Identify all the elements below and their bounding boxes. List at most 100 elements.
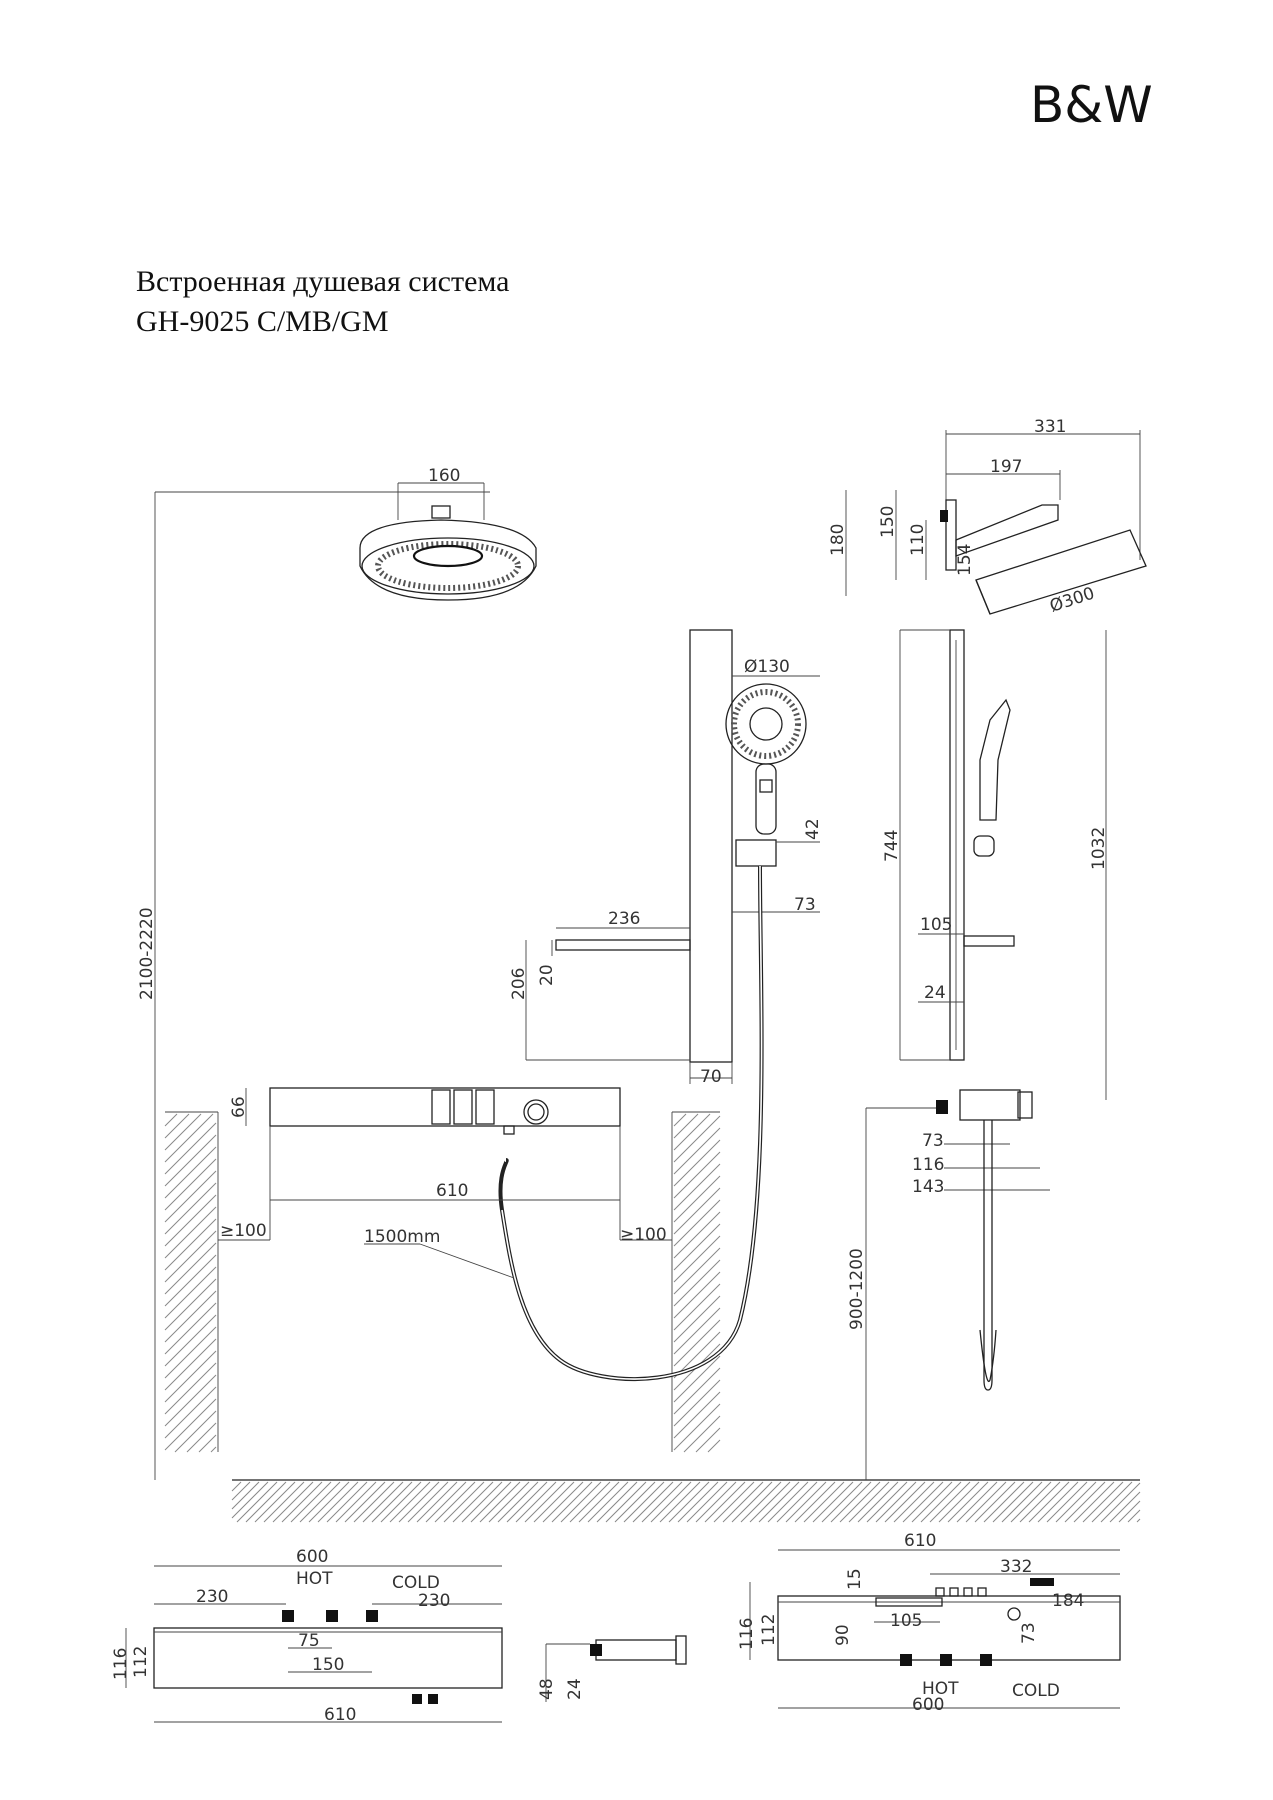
hatch-line	[254, 1481, 296, 1523]
hatch-line	[650, 1481, 692, 1523]
hatch-line	[673, 1319, 721, 1367]
side-24-label: 24	[924, 983, 946, 1003]
bottom-112-label: 112	[131, 1646, 151, 1678]
panel-610-label: 610	[436, 1181, 468, 1201]
hatch-line	[902, 1481, 944, 1523]
hatch-line	[164, 1206, 217, 1259]
hatch-line	[803, 1481, 845, 1523]
bottom-610-label: 610	[324, 1705, 356, 1725]
right-600-label: 600	[912, 1695, 944, 1715]
slide-bar-side: 744 1032 105 24 900-1200 73 116 143	[847, 629, 1109, 1480]
hatch-line	[506, 1481, 548, 1523]
dim-height-range: 2100-2220	[137, 491, 490, 1480]
hatch-line	[673, 1367, 721, 1415]
hatch-line	[164, 1362, 217, 1415]
hatch-line	[164, 1113, 190, 1139]
hatch-line	[578, 1481, 620, 1523]
hatch-line	[164, 1302, 217, 1355]
hatch-line	[596, 1481, 638, 1523]
slide-bar-front: 70 Ø130 42 73	[689, 629, 823, 1087]
cold-right-label: COLD	[1012, 1681, 1060, 1701]
rain-head-side: 331 197 180 150 110 154 Ø300	[828, 417, 1147, 617]
control-panel-front: 66 610 ≥100 ≥100	[218, 1087, 672, 1245]
hatch-line	[231, 1481, 251, 1501]
bottom-150-label: 150	[312, 1655, 344, 1675]
hatch-line	[673, 1391, 721, 1439]
hatch-line	[272, 1481, 314, 1523]
hatch-line	[839, 1481, 881, 1523]
hatch-line	[407, 1481, 449, 1523]
side-143-label: 143	[912, 1177, 944, 1197]
right-wall	[671, 1111, 721, 1453]
hatch-line	[236, 1481, 278, 1523]
hatch-line	[673, 1247, 721, 1295]
hatch-line	[857, 1481, 899, 1523]
hatch-line	[875, 1481, 917, 1523]
hand-diameter-label: Ø130	[744, 657, 790, 677]
side-154-label: 154	[955, 544, 975, 576]
hatch-line	[673, 1379, 721, 1427]
hatch-line	[641, 1481, 683, 1523]
hatch-line	[164, 1314, 217, 1367]
right-73-label: 73	[1019, 1622, 1039, 1644]
hatch-line	[164, 1266, 217, 1319]
hatch-line	[434, 1481, 476, 1523]
hatch-line	[164, 1242, 217, 1295]
hatch-line	[673, 1307, 721, 1355]
hatch-line	[673, 1403, 721, 1451]
side-116-label: 116	[912, 1155, 944, 1175]
shelf-236-label: 236	[608, 909, 640, 929]
right-610-label: 610	[904, 1531, 936, 1551]
side-105-label: 105	[920, 915, 952, 935]
bottom-230b-label: 230	[418, 1591, 450, 1611]
hot-left-label: HOT	[296, 1569, 333, 1589]
side-197-label: 197	[990, 457, 1022, 477]
hatch-line	[452, 1481, 494, 1523]
hatch-line	[974, 1481, 1016, 1523]
hatch-line	[164, 1338, 217, 1391]
hatch-line	[673, 1211, 721, 1259]
hatch-line	[164, 1170, 217, 1223]
hatch-line	[290, 1481, 332, 1523]
panel-66-label: 66	[229, 1096, 249, 1118]
cold-left-label: COLD	[392, 1573, 440, 1593]
shelf-front: 236 206 20	[509, 909, 691, 1061]
hatch-line	[673, 1163, 721, 1211]
hatch-line	[938, 1481, 980, 1523]
hatch-line	[164, 1254, 217, 1307]
brand-logo: B&W	[1030, 76, 1153, 132]
small-24-label: 24	[565, 1678, 585, 1700]
brand-logo-text: B&W	[1030, 76, 1153, 132]
hatch-line	[263, 1481, 305, 1523]
hatch-line	[983, 1481, 1025, 1523]
hatch-line	[164, 1278, 217, 1331]
hatch-line	[210, 1446, 217, 1453]
bar-70-label: 70	[700, 1067, 722, 1087]
right-15-label: 15	[845, 1568, 865, 1590]
hatch-line	[673, 1175, 721, 1223]
title-line-1: Встроенная душевая система	[136, 265, 510, 298]
hatch-line	[673, 1113, 711, 1151]
hatch-line	[668, 1481, 710, 1523]
hatch-line	[1127, 1509, 1141, 1523]
bar-42-label: 42	[803, 818, 823, 840]
hatch-line	[1136, 1518, 1141, 1523]
hatch-line	[335, 1481, 377, 1523]
hatch-line	[344, 1481, 386, 1523]
clear-left-label: ≥100	[220, 1221, 267, 1241]
hatch-line	[920, 1481, 962, 1523]
side-73b-label: 73	[922, 1131, 944, 1151]
document-title: Встроенная душевая система GH-9025 C/MB/…	[136, 262, 509, 342]
hatch-line	[956, 1481, 998, 1523]
hatch-line	[749, 1481, 791, 1523]
shelf-20-label: 20	[537, 964, 557, 986]
hatch-line	[231, 1481, 269, 1519]
hatch-line	[164, 1182, 217, 1235]
hatch-line	[569, 1481, 611, 1523]
hatch-line	[326, 1481, 368, 1523]
hatch-line	[965, 1481, 1007, 1523]
hatch-line	[704, 1481, 746, 1523]
plan-view-left: 600 HOT COLD 230 230 75 150 116 112 610	[111, 1547, 503, 1725]
hot-right-label: HOT	[922, 1679, 959, 1699]
